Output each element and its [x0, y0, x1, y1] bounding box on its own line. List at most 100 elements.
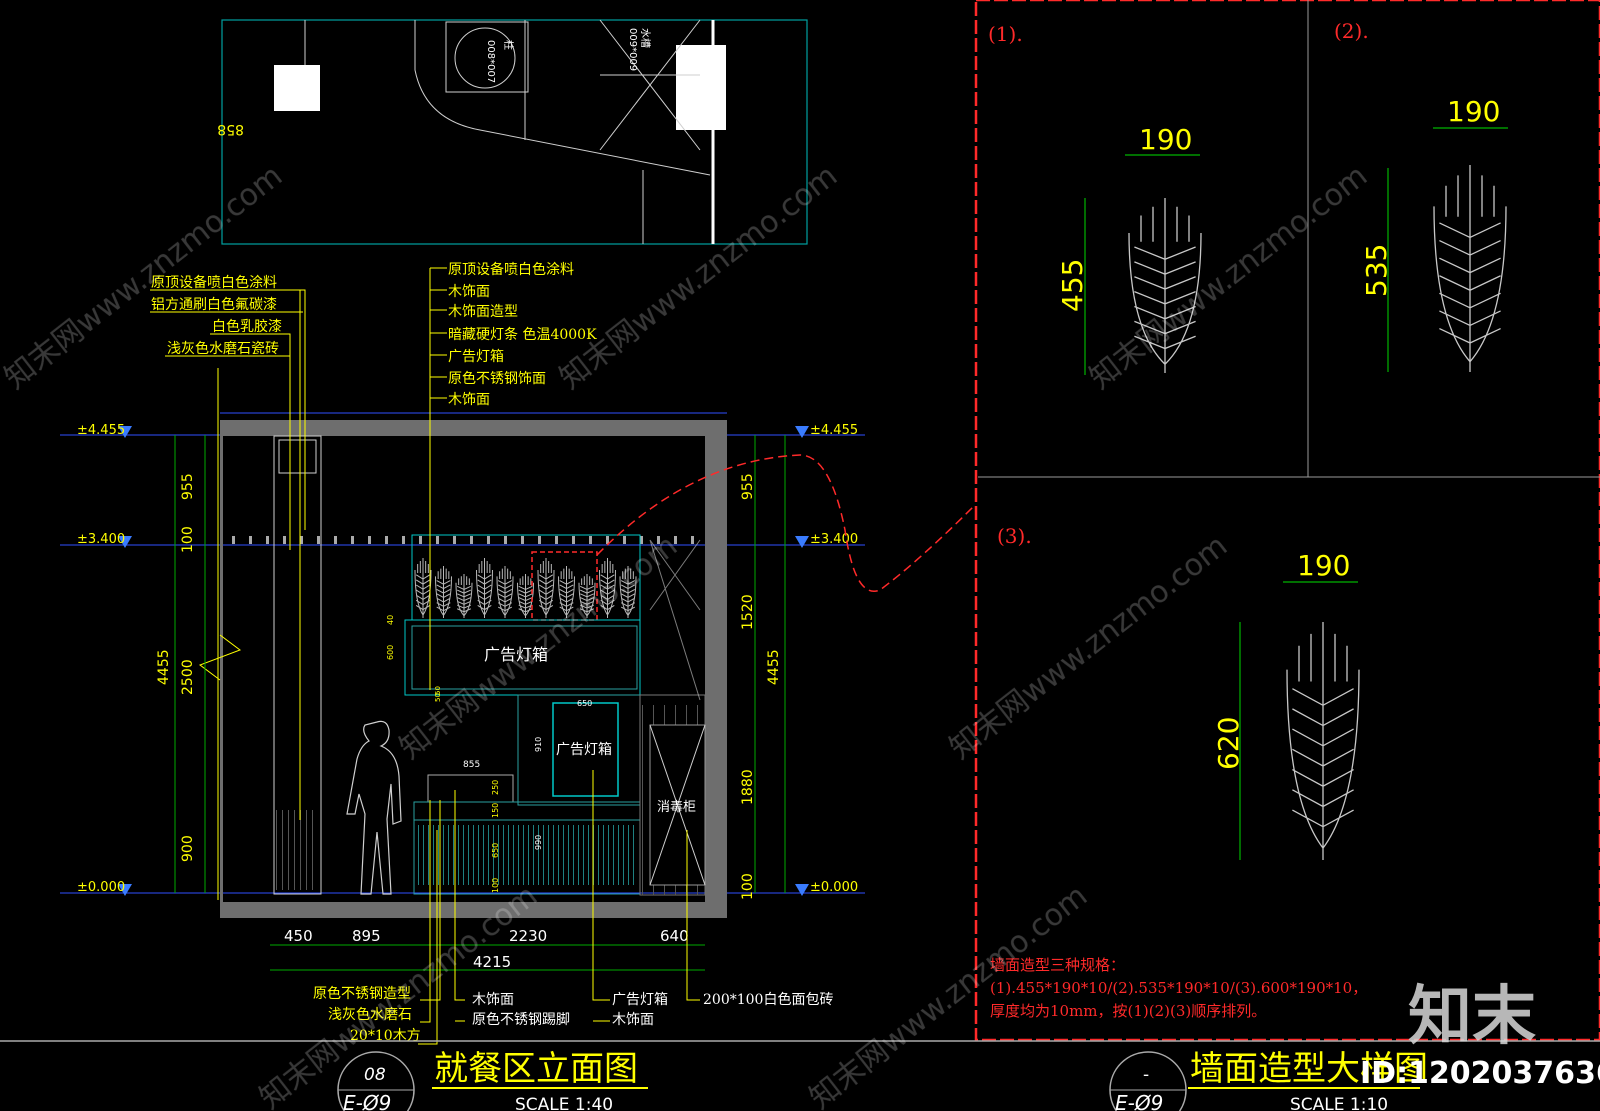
bottom-note-right-0: 广告灯箱 — [612, 992, 668, 1008]
right-dim-2: 1880 — [740, 769, 756, 805]
small-dim-5: 650 — [491, 843, 500, 858]
watermark-url-1: 知末网www.znzmo.com — [553, 158, 844, 396]
wheat-panel — [517, 574, 534, 618]
left-dim-2: 2500 — [180, 659, 196, 695]
left-note-0: 原顶设备喷白色涂料 — [151, 274, 277, 291]
wheat-panel — [476, 558, 493, 618]
watermark-url-2: 知末网www.znzmo.com — [1083, 158, 1374, 396]
detail-item-1-label: (1). — [988, 22, 1023, 46]
small-dim-3: 250 — [491, 780, 500, 795]
elevation-view: 广告灯箱 广告灯箱 消毒柜 — [60, 261, 976, 1045]
elevation-scale: SCALE 1:40 — [515, 1095, 613, 1111]
elevation-sheet: E-Ø9 — [343, 1091, 391, 1111]
small-dim-7: 650 — [577, 699, 592, 708]
small-dim-1: 600 — [386, 645, 395, 660]
wheat-detail-drawings — [1128, 165, 1507, 860]
lightbox-2-label: 广告灯箱 — [556, 742, 612, 758]
detail-callout-curve — [596, 454, 976, 592]
top-note-6: 木饰面 — [448, 392, 490, 408]
top-note-1: 木饰面 — [448, 284, 490, 300]
bottom-note-mid-1: 原色不锈钢踢脚 — [472, 1011, 570, 1028]
level-l-0: ±4.455 — [77, 423, 125, 438]
detail-1-width: 190 — [1139, 123, 1192, 156]
watermark-brand: 知末 — [1408, 980, 1536, 1054]
plan-view: 858 008*007 柱 009*009 水槽 — [217, 19, 808, 245]
left-note-1: 铝方通刷白色氟碳漆 — [151, 296, 277, 313]
level-r-0: ±4.455 — [810, 423, 858, 438]
detail-2-height: 535 — [1360, 244, 1393, 297]
left-dim-3: 900 — [180, 835, 196, 862]
bottom-note-left-1: 浅灰色水磨石 — [328, 1006, 412, 1023]
small-dim-2: 855 — [463, 760, 480, 770]
title-blocks: 08 E-Ø9 就餐区立面图 SCALE 1:40 - E-Ø9 墙面造型大样图… — [0, 1040, 1600, 1111]
cabinet-label: 消毒柜 — [657, 800, 696, 815]
elevation-title: 就餐区立面图 — [434, 1049, 638, 1089]
detail-number: - — [1143, 1065, 1149, 1085]
detail-3-width: 190 — [1297, 549, 1350, 582]
right-dim-4: 4455 — [766, 649, 782, 685]
bottom-dim-1: 895 — [352, 927, 381, 945]
detail-item-3-label: (3). — [997, 524, 1032, 548]
detail-frame: (1). (2). (3). 190 455 190 535 190 620 墙… — [974, 0, 1600, 1042]
detail-note-1: (1).455*190*10/(2).535*190*10/(3).600*19… — [990, 979, 1367, 997]
bottom-note-left-0: 原色不锈钢造型 — [313, 985, 411, 1002]
left-dim-0: 955 — [180, 473, 196, 500]
small-dim-11: 50 — [434, 693, 442, 702]
wheat-panel — [599, 558, 616, 618]
right-dim-1: 1520 — [740, 594, 756, 630]
bottom-note-mid-0: 木饰面 — [472, 992, 514, 1008]
detail-sheet: E-Ø9 — [1115, 1091, 1163, 1111]
top-note-3: 暗藏硬灯条 色温4000K — [448, 326, 597, 343]
plan-text-1: 008*007 — [485, 40, 496, 83]
person-silhouette — [346, 720, 402, 895]
wheat-panel — [414, 558, 432, 618]
detail-scale: SCALE 1:10 — [1290, 1095, 1388, 1111]
bottom-dim-0: 450 — [284, 927, 313, 945]
bottom-dimensions — [270, 944, 705, 971]
wheat-panel — [496, 566, 514, 618]
watermark-url-4: 知末网www.znzmo.com — [943, 528, 1234, 766]
wheat-panel — [455, 574, 473, 618]
small-dim-10: 50 — [434, 686, 442, 695]
small-dim-6: 100 — [491, 878, 500, 893]
wheat-detail-2 — [1433, 165, 1507, 372]
bottom-note-left-2: 20*10木方 — [350, 1028, 421, 1044]
top-note-5: 原色不锈钢饰面 — [448, 370, 546, 387]
top-note-0: 原顶设备喷白色涂料 — [448, 261, 574, 278]
detail-title: 墙面造型大样图 — [1190, 1049, 1428, 1089]
detail-note-0: 墙面造型三种规格： — [990, 956, 1125, 974]
wheat-panel — [558, 566, 575, 618]
left-note-3: 浅灰色水磨石瓷砖 — [167, 340, 279, 357]
right-dim-3: 100 — [740, 873, 756, 900]
detail-2-width: 190 — [1447, 95, 1500, 128]
top-note-4: 广告灯箱 — [448, 349, 504, 365]
left-dim-4: 4455 — [156, 649, 172, 685]
plan-text-4: 水槽 — [639, 28, 652, 48]
right-dim-0: 955 — [740, 473, 756, 500]
plan-text-2: 柱 — [502, 40, 515, 50]
level-r-1: ±3.400 — [810, 532, 858, 547]
level-l-2: ±0.000 — [77, 880, 125, 895]
bottom-dim-2: 2230 — [509, 927, 547, 945]
top-note-2: 木饰面造型 — [448, 304, 518, 320]
detail-note-2: 厚度均为10mm，按(1)(2)(3)顺序排列。 — [990, 1002, 1266, 1020]
small-dim-4: 150 — [491, 803, 500, 818]
level-l-1: ±3.400 — [77, 532, 125, 547]
wheat-panel — [578, 574, 596, 618]
left-dimensions — [174, 435, 206, 893]
bottom-total: 4215 — [473, 953, 511, 971]
detail-1-height: 455 — [1056, 259, 1089, 312]
leader-lines — [150, 267, 700, 1045]
bottom-note-brick: 200*100白色面包砖 — [703, 991, 833, 1008]
small-dim-9: 990 — [534, 835, 543, 850]
left-dim-1: 100 — [180, 526, 196, 553]
plan-text-3: 009*009 — [627, 28, 638, 71]
small-dim-0: 40 — [386, 615, 395, 625]
detail-3-height: 620 — [1212, 717, 1245, 770]
lightbox-1-label: 广告灯箱 — [484, 645, 548, 664]
detail-item-2-label: (2). — [1334, 19, 1369, 43]
wheat-wall-panels — [414, 558, 637, 618]
level-r-2: ±0.000 — [810, 880, 858, 895]
wheat-panel — [435, 566, 452, 618]
